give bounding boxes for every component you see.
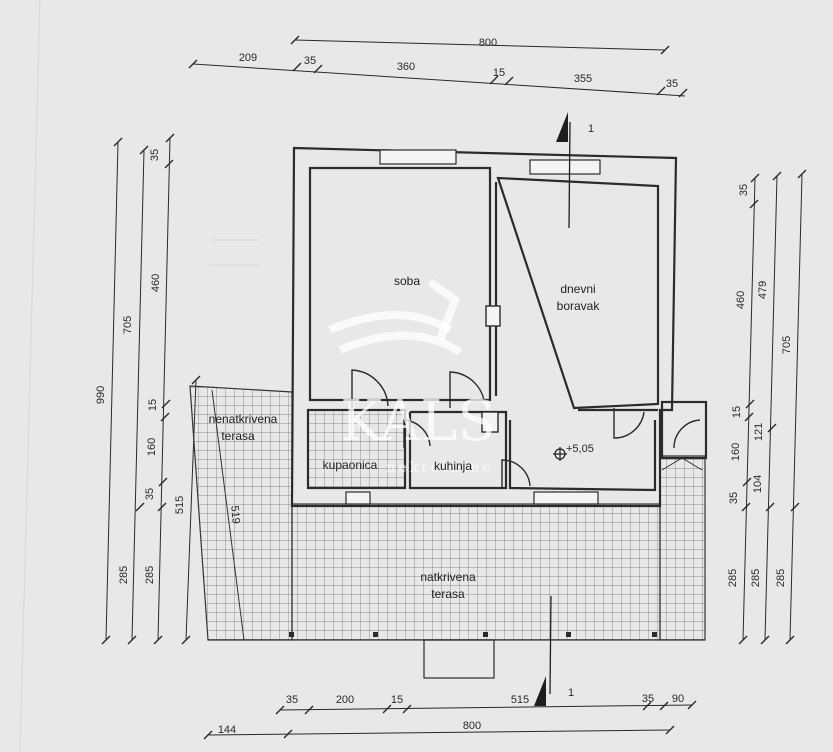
dim-left-515: 515: [174, 496, 186, 514]
doors: [351, 369, 701, 488]
dim-left-35b: 35: [144, 488, 156, 500]
dim-diagonal-519: 519: [228, 505, 242, 524]
dim-right-121: 121: [753, 423, 765, 441]
watermark-sub: nekretnine: [386, 460, 493, 476]
dim-top-355: 355: [574, 73, 592, 85]
front-step: [423, 639, 495, 679]
dim-left-990: 990: [95, 386, 107, 404]
dim-right-285a: 285: [727, 569, 739, 587]
watermark-brand: KALS: [340, 389, 496, 454]
dim-top-360: 360: [397, 61, 415, 73]
dim-left-285b: 285: [144, 566, 156, 584]
section-label-top: 1: [588, 123, 594, 135]
room-label-natkrivena: natkrivena: [420, 570, 476, 584]
dim-left-35a: 35: [149, 149, 161, 161]
room-label-boravak: boravak: [557, 299, 601, 313]
dim-bottom-35b: 35: [642, 693, 654, 705]
dim-bottom-90: 90: [672, 693, 684, 705]
bathroom-floor: [308, 410, 405, 487]
watermark-logo-icon: [328, 278, 463, 356]
top-dimensions: [188, 35, 688, 98]
dim-right-705: 705: [781, 336, 793, 354]
room-label-nenatkrivena: nenatkrivena: [209, 412, 278, 426]
dim-right-35b: 35: [728, 492, 740, 504]
building-walls: [290, 146, 708, 508]
bottom-dimensions: [203, 700, 697, 740]
room-label-kupaonica: kupaonica: [323, 458, 378, 472]
dim-top-15: 15: [493, 67, 505, 79]
room-label-dnevni: dnevni: [560, 282, 595, 296]
dim-left-160: 160: [146, 438, 158, 456]
section-label-bottom: 1: [568, 687, 574, 699]
dim-bottom-144: 144: [218, 724, 236, 736]
dim-left-705: 705: [122, 316, 134, 334]
level-icon: [553, 447, 567, 461]
dim-top-35a: 35: [304, 55, 316, 67]
dim-bottom-15: 15: [391, 694, 403, 706]
dim-right-104: 104: [752, 475, 764, 493]
dim-right-285c: 285: [775, 569, 787, 587]
section-arrow-bottom: [534, 676, 546, 706]
page-shading: [19, 0, 260, 752]
section-line: [549, 121, 571, 695]
windows: [345, 149, 601, 505]
room-label-terasa-covered: terasa: [431, 587, 465, 601]
right-dimensions: [738, 169, 807, 645]
dim-right-35a: 35: [738, 184, 750, 196]
room-label-terasa-uncovered: terasa: [221, 429, 255, 443]
dim-top-total: 800: [479, 37, 497, 49]
dim-left-15: 15: [147, 399, 159, 411]
dim-top-209: 209: [239, 52, 257, 64]
terrace-diagonal: [211, 389, 245, 641]
terrace-posts: [289, 632, 657, 637]
dim-bottom-total: 800: [463, 720, 481, 732]
room-label-soba: soba: [394, 274, 420, 288]
staircase: [659, 455, 706, 641]
dim-right-460: 460: [735, 291, 747, 309]
dim-right-160: 160: [730, 443, 742, 461]
dim-top-35b: 35: [666, 78, 678, 90]
chimneys: [481, 305, 501, 433]
dim-left-285a: 285: [118, 566, 130, 584]
section-arrow-top: [556, 112, 568, 142]
dim-bottom-515: 515: [511, 694, 529, 706]
room-label-kuhinja: kuhinja: [434, 459, 472, 473]
level-label: +5,05: [566, 443, 594, 455]
dim-left-460: 460: [150, 274, 162, 292]
dim-bottom-200: 200: [336, 694, 354, 706]
dim-right-479: 479: [757, 281, 769, 299]
covered-terrace: [291, 503, 661, 641]
dim-right-285b: 285: [750, 569, 762, 587]
dim-bottom-35a: 35: [286, 694, 298, 706]
dim-right-15: 15: [731, 406, 743, 418]
